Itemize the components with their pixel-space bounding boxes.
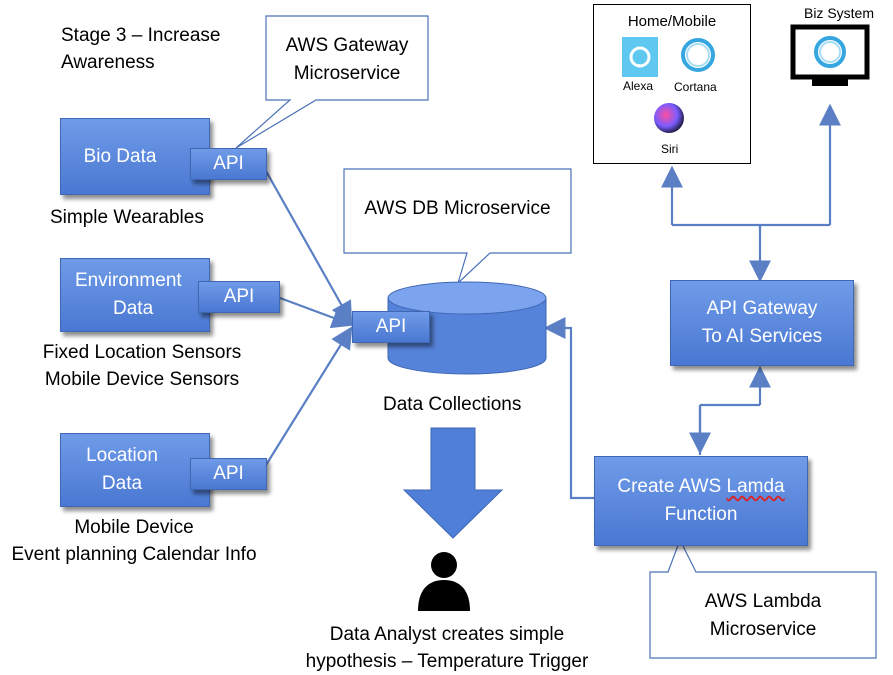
stage-title-line2: Awareness [61, 52, 155, 73]
data-collections-caption: Data Collections [383, 394, 522, 415]
lambda-function-misspelled: Lamda [726, 476, 785, 497]
gateway-callout: AWS Gateway Microservice [266, 32, 428, 88]
environment-caption-line1: Fixed Location Sensors [42, 342, 242, 363]
location-title-line2: Data [101, 473, 143, 494]
bio-api-button[interactable]: API [190, 148, 267, 180]
lambda-function-prefix: Create AWS [617, 476, 727, 497]
environment-data-box[interactable]: Environment Data [60, 258, 210, 332]
lambda-callout-shape [649, 538, 877, 659]
analyst-caption-line2: hypothesis – Temperature Trigger [305, 651, 589, 672]
siri-icon [654, 103, 684, 133]
analyst-caption-line1: Data Analyst creates simple [329, 624, 565, 645]
alexa-label: Alexa [623, 79, 654, 93]
biz-system-label: Biz System [803, 5, 874, 21]
api-gateway-ai-box[interactable]: API Gateway To AI Services [670, 280, 854, 366]
siri-label: Siri [661, 142, 679, 156]
bio-data-box[interactable]: Bio Data [60, 118, 210, 195]
lambda-callout: AWS Lambda Microservice [650, 588, 876, 644]
cortana-icon [680, 37, 716, 73]
stage-title-line1: Stage 3 – Increase [61, 25, 221, 46]
environment-caption: Fixed Location Sensors Mobile Device Sen… [34, 339, 250, 393]
alexa-icon [622, 37, 658, 77]
lambda-callout-line2: Microservice [709, 619, 817, 640]
location-title-line1: Location [86, 445, 158, 466]
location-caption: Mobile Device Event planning Calendar In… [0, 514, 268, 568]
person-icon [418, 552, 470, 611]
db-callout-text: AWS DB Microservice [364, 198, 551, 219]
environment-title-line1: Environment [75, 270, 182, 291]
gateway-callout-shape [235, 15, 429, 149]
environment-title-line2: Data [113, 298, 154, 319]
gateway-ai-line1: API Gateway [706, 298, 818, 319]
location-caption-line2: Event planning Calendar Info [11, 544, 257, 565]
gateway-callout-line2: Microservice [293, 63, 401, 84]
lambda-function-line2: Function [664, 504, 738, 525]
home-mobile-panel: Home/Mobile Alexa Cortana Siri [593, 4, 751, 164]
db-callout: AWS DB Microservice [344, 195, 571, 223]
location-api-button[interactable]: API [190, 458, 267, 490]
db-api-button[interactable]: API [352, 311, 430, 343]
environment-api-button[interactable]: API [198, 281, 280, 313]
bio-data-caption: Simple Wearables [50, 207, 204, 228]
analyst-caption: Data Analyst creates simple hypothesis –… [282, 621, 612, 675]
cortana-label: Cortana [674, 80, 717, 94]
stage-title: Stage 3 – Increase Awareness [61, 22, 221, 76]
down-arrow-icon [402, 427, 504, 539]
location-data-box[interactable]: Location Data [60, 433, 210, 507]
db-callout-shape [343, 168, 572, 285]
gateway-callout-line1: AWS Gateway [285, 35, 409, 56]
monitor-icon [790, 24, 870, 90]
home-mobile-title: Home/Mobile [627, 13, 717, 30]
lambda-function-box[interactable]: Create AWS Lamda Function [594, 456, 808, 546]
bio-data-title: Bio Data [83, 146, 157, 167]
gateway-ai-line2: To AI Services [701, 326, 823, 347]
environment-caption-line2: Mobile Device Sensors [44, 369, 240, 390]
lambda-callout-line1: AWS Lambda [704, 591, 822, 612]
lambda-function-line1: Create AWS Lamda [617, 473, 784, 501]
location-caption-line1: Mobile Device [74, 517, 194, 538]
